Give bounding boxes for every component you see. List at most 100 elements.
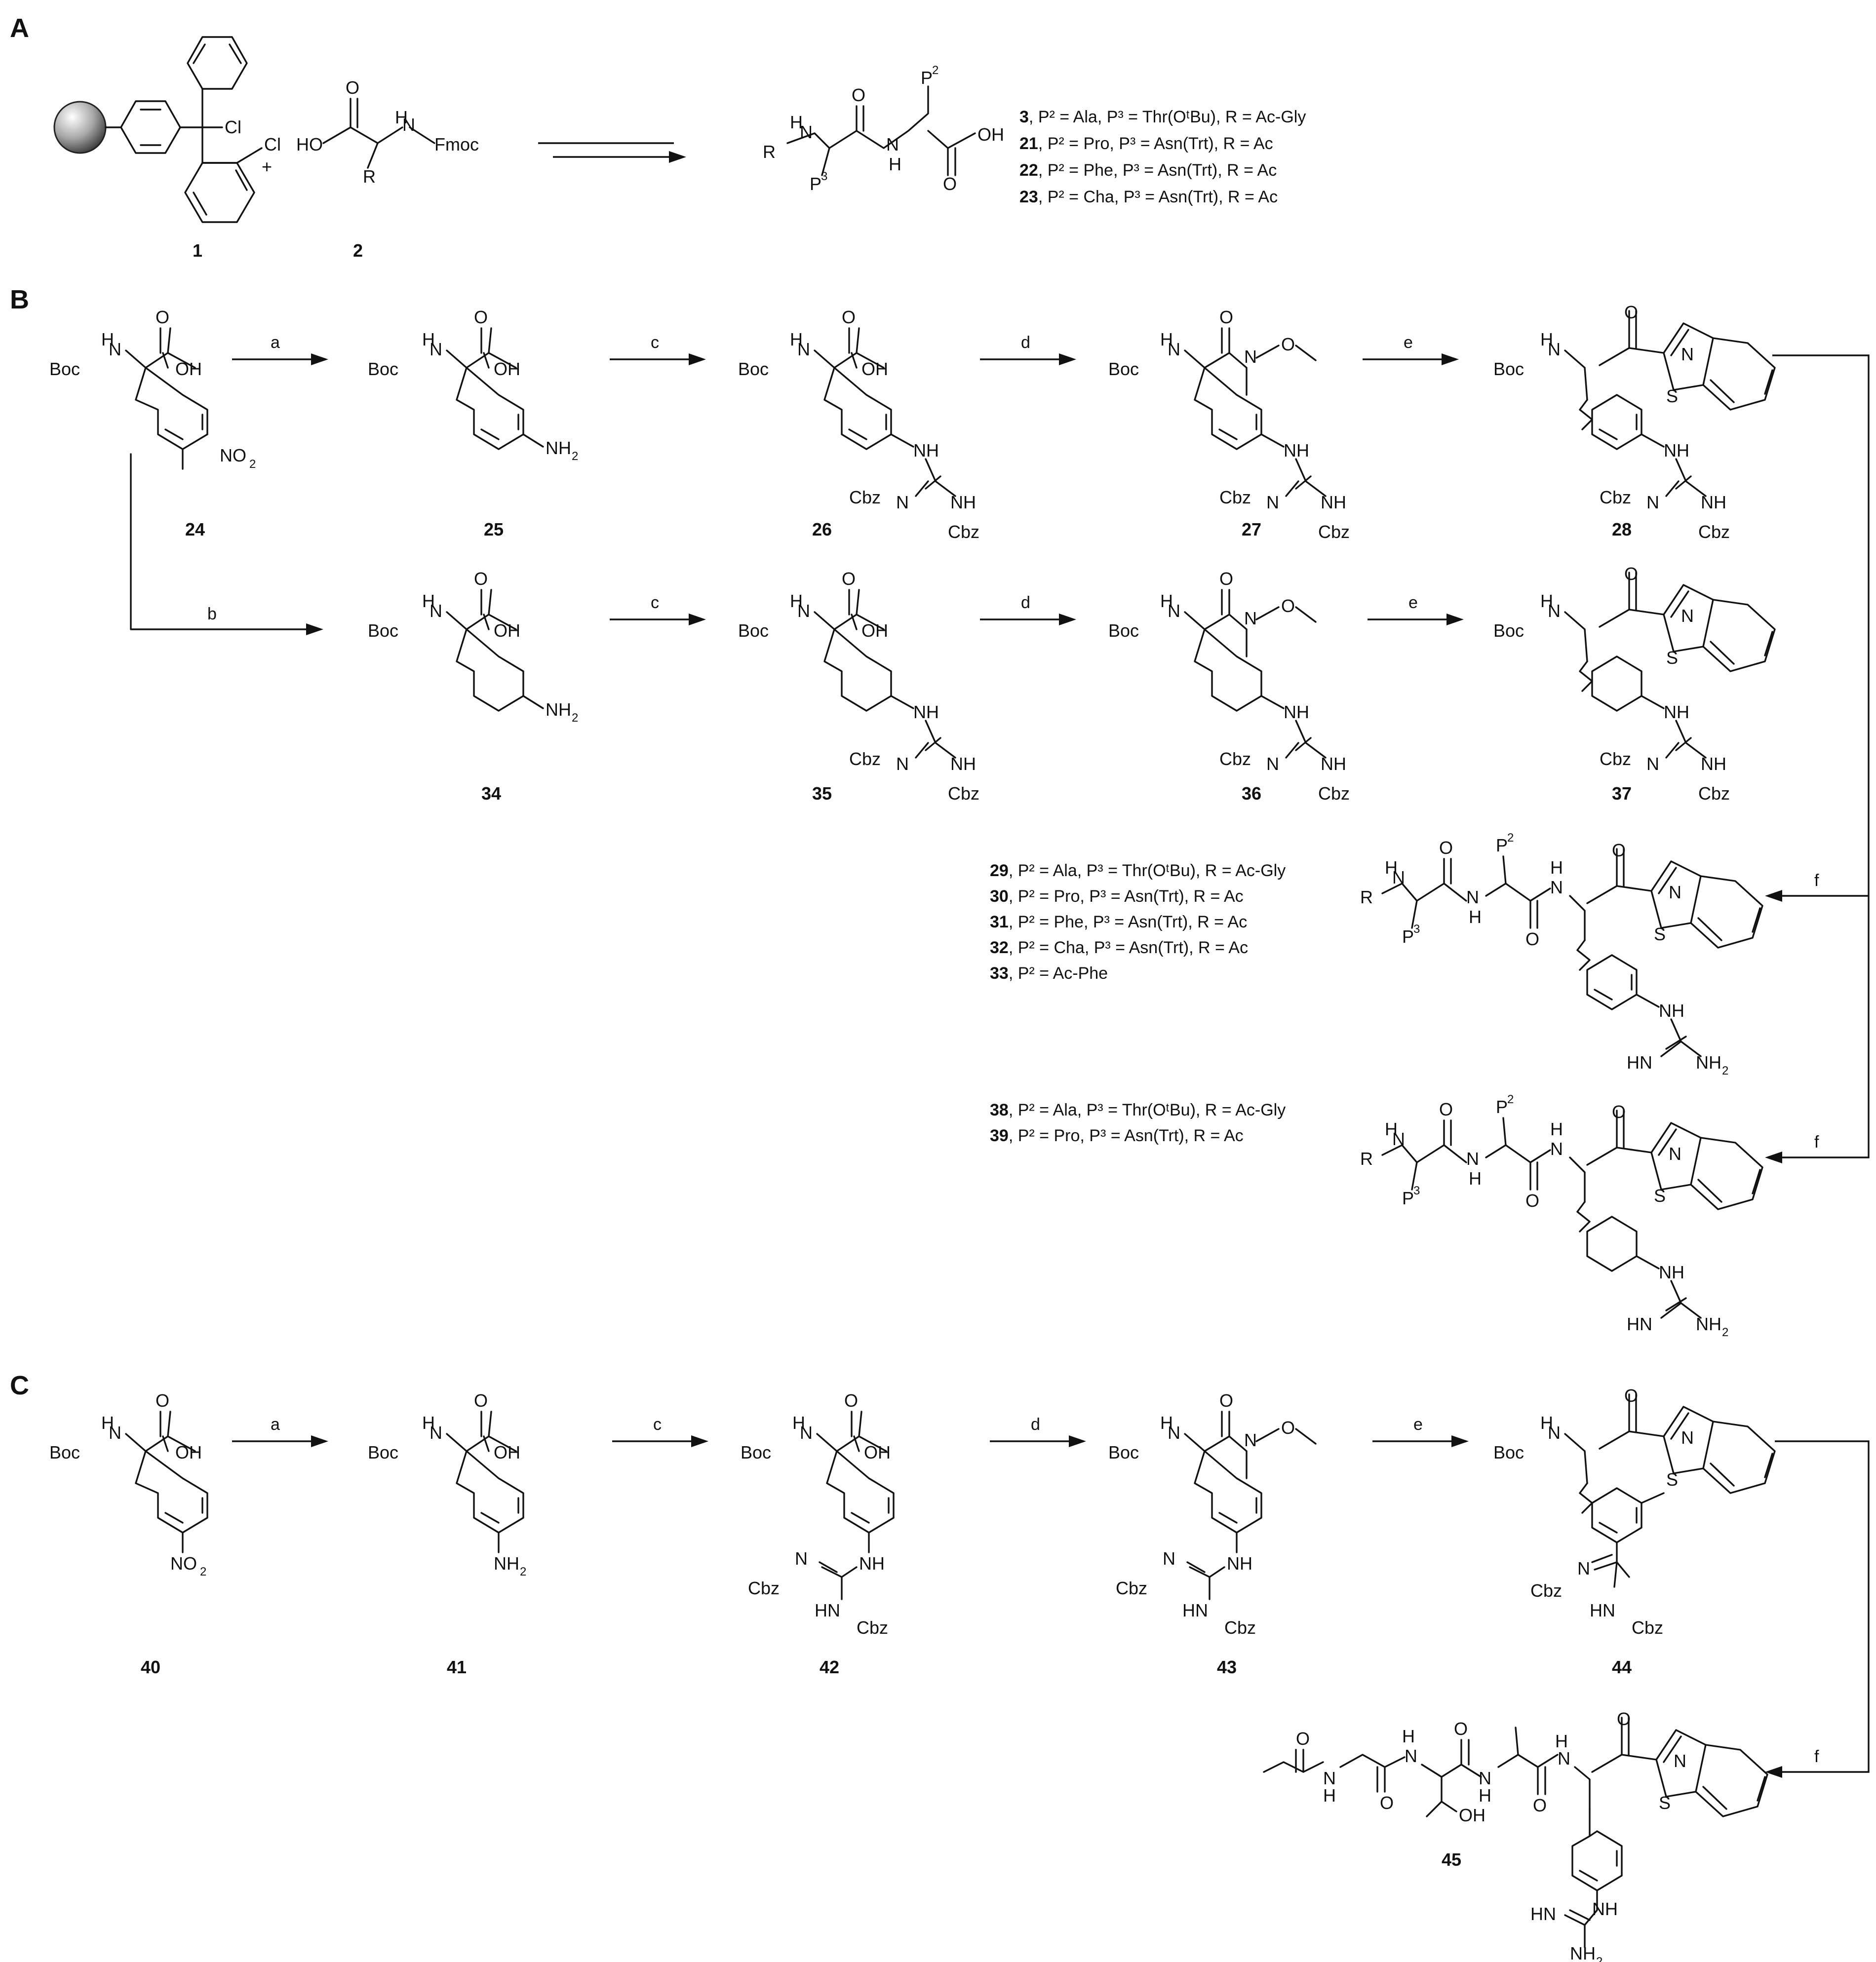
atom-cbz1-43: Cbz — [1116, 1578, 1147, 1598]
atom-nh2-41: NH — [494, 1553, 519, 1574]
atom-cl-1: Cl — [225, 117, 241, 137]
series-b1-row-1: 29, P² = Ala, P³ = Thr(OᵗBu), R = Ac-Gly — [990, 861, 1286, 880]
atom-nh2-45: NH — [1570, 1943, 1596, 1962]
series-a-legend: 3, P² = Ala, P³ = Thr(OᵗBu), R = Ac-Gly … — [1019, 108, 1306, 206]
atom-n2-43: N — [1244, 1430, 1257, 1450]
step-a-c: a — [271, 1415, 280, 1434]
atom-oh-product-a: OH — [977, 124, 1004, 145]
compound-34-structure — [446, 589, 544, 712]
atom-o3-29: O — [1612, 840, 1626, 860]
atom-cbz2-27: Cbz — [1318, 522, 1350, 542]
atom-n-2: N — [402, 115, 415, 135]
series-b1-legend: 29, P² = Ala, P³ = Thr(OᵗBu), R = Ac-Gly… — [990, 861, 1286, 983]
atom-no2-24: NO — [220, 445, 246, 465]
atom-boc-26: Boc — [738, 359, 769, 379]
atom-s-29: S — [1654, 924, 1666, 944]
panel-label-a: A — [10, 13, 29, 43]
step-c-c: c — [653, 1415, 662, 1434]
atom-nh-26: NH — [913, 440, 939, 461]
atom-h2-45: H — [1402, 1726, 1415, 1746]
atom-hn-38: HN — [1627, 1314, 1652, 1334]
atom-boc-34: Boc — [368, 620, 398, 641]
atom-n2-28: N — [1681, 344, 1694, 364]
arrow-a-c — [232, 1435, 328, 1447]
atom-o-40: O — [156, 1390, 169, 1411]
atom-n-25: N — [430, 339, 442, 359]
atom-h-29: H — [1385, 857, 1398, 878]
atom-h-product-a: H — [790, 112, 803, 132]
atom-h-34: H — [422, 591, 435, 611]
atom-o-24: O — [156, 307, 169, 327]
compound-label-43: 43 — [1217, 1657, 1237, 1677]
atom-nh2-27: NH — [1321, 492, 1346, 512]
atom-o-44: O — [1624, 1385, 1638, 1406]
compound-28-structure — [1564, 310, 1776, 497]
atom-h-35: H — [790, 591, 803, 611]
atom-o-45: O — [1296, 1729, 1310, 1749]
compound-label-27: 27 — [1242, 519, 1261, 539]
atom-n3-28: N — [1646, 492, 1659, 512]
atom-n-35: N — [797, 601, 810, 621]
atom-nh2-38: NH — [1696, 1314, 1721, 1334]
atom-h-25: H — [422, 329, 435, 349]
atom-no2-sub: 2 — [249, 458, 256, 471]
series-b2-row-2: 39, P² = Pro, P³ = Asn(Trt), R = Ac — [990, 1126, 1244, 1145]
compound-45-structure — [1263, 1717, 1768, 1948]
atom-o3-45: O — [1454, 1719, 1468, 1739]
atom-nh-27: NH — [1284, 440, 1309, 461]
atom-h-28: H — [1540, 329, 1553, 349]
atom-p3-38: P — [1402, 1188, 1414, 1208]
atom-n-36: N — [1168, 601, 1180, 621]
atom-p3-29: P — [1402, 926, 1414, 947]
atom-p3-sup-38: 3 — [1413, 1184, 1420, 1197]
atom-n2-37: N — [1681, 606, 1694, 626]
atom-h-26: H — [790, 329, 803, 349]
compound-label-26: 26 — [812, 519, 832, 539]
arrow-d-b-top — [980, 353, 1076, 365]
atom-boc-41: Boc — [368, 1442, 398, 1462]
compound-label-41: 41 — [447, 1657, 467, 1677]
atom-n-27: N — [1168, 339, 1180, 359]
arrow-c-b-bottom — [610, 614, 706, 625]
atom-r-29: R — [1360, 887, 1373, 907]
arrow-f-c-connector — [1765, 1440, 1870, 1778]
atom-h-27: H — [1160, 329, 1173, 349]
atom-n3-44: N — [1577, 1558, 1590, 1578]
compound-label-24: 24 — [185, 519, 205, 539]
compound-44-structure — [1564, 1393, 1776, 1588]
atom-p2-sup-38: 2 — [1507, 1093, 1514, 1106]
atom-o-37: O — [1624, 564, 1638, 584]
product-38-39-structure — [1381, 1110, 1763, 1319]
atom-h-40: H — [101, 1413, 114, 1433]
atom-h2-29: H — [1469, 907, 1482, 927]
atom-o-42: O — [844, 1390, 858, 1411]
atom-h2-38: H — [1469, 1168, 1482, 1189]
atom-nh2-25: NH — [546, 438, 571, 458]
series-a-row-3: 22, P² = Phe, P³ = Asn(Trt), R = Ac — [1019, 161, 1277, 180]
compound-label-44: 44 — [1612, 1657, 1632, 1677]
compound-35-structure — [814, 589, 956, 759]
atom-h2-product-a: H — [889, 154, 901, 174]
atom-p3-sup: 3 — [821, 170, 827, 183]
atom-cbz1-37: Cbz — [1600, 749, 1631, 769]
atom-h3-45: H — [1479, 1785, 1491, 1806]
atom-hn-43: HN — [1182, 1600, 1208, 1620]
atom-s-44: S — [1666, 1469, 1678, 1490]
atom-h-37: H — [1540, 591, 1553, 611]
atom-oh-45: OH — [1459, 1805, 1485, 1825]
atom-h-45: H — [1323, 1785, 1336, 1806]
atom-n3-36: N — [1266, 754, 1279, 774]
atom-o-28: O — [1624, 302, 1638, 322]
atom-n-40: N — [109, 1423, 121, 1443]
step-f-c: f — [1814, 1747, 1819, 1766]
panel-label-c: C — [10, 1371, 29, 1400]
atom-nh2-28: NH — [1701, 492, 1726, 512]
compound-2-structure — [322, 98, 435, 169]
atom-nh2-sub-29: 2 — [1722, 1064, 1728, 1077]
atom-o-38: O — [1439, 1099, 1453, 1119]
atom-n-26: N — [797, 339, 810, 359]
atom-boc-36: Boc — [1108, 620, 1139, 641]
atom-nh2-34: NH — [546, 699, 571, 720]
atom-s-37: S — [1666, 648, 1678, 668]
